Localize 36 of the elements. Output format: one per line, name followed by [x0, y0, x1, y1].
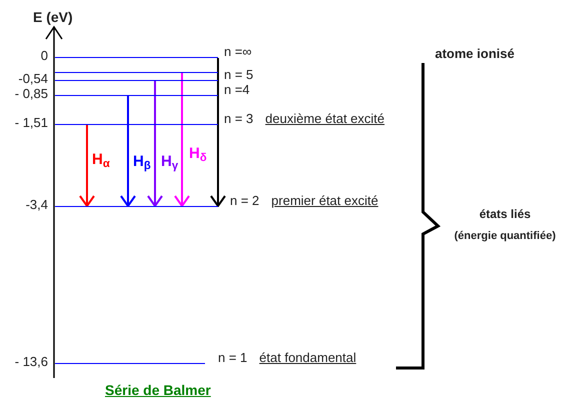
level-label: n =4	[224, 83, 250, 97]
arrow	[174, 73, 190, 207]
energy-value: -3,4	[24, 198, 48, 212]
axis-label: E (eV)	[33, 8, 73, 27]
arrow	[120, 96, 136, 207]
energy-level-line	[55, 206, 218, 207]
edge-label: H$_{α}$	[92, 152, 110, 168]
arrow	[147, 81, 163, 207]
region-label: atome ionisé	[435, 45, 514, 63]
energy-level-line	[55, 72, 218, 73]
energy-value: -0,54	[17, 72, 48, 86]
energy-level-line	[55, 95, 218, 96]
energy-level-line	[55, 363, 205, 364]
region-label: (énergie quantifiée)	[453, 229, 557, 244]
energy-value: - 0,85	[14, 87, 48, 101]
level-label: n = 5	[224, 68, 254, 82]
energy-level-line	[55, 124, 218, 125]
region-label: états liés	[478, 206, 532, 223]
energy-level-line	[55, 80, 218, 81]
energy-value: - 13,6	[14, 355, 48, 369]
level-label: n = 3	[224, 112, 254, 126]
level-label: n =∞	[224, 45, 252, 59]
edge-label: H$_{γ}$	[161, 154, 178, 170]
edge-label: H$_{β}$	[133, 154, 151, 170]
state-label: état fondamental	[259, 351, 356, 365]
energy-value: 0	[40, 49, 48, 63]
state-label: deuxième état excité	[265, 112, 385, 126]
arrow	[79, 125, 95, 207]
state-label: premier état excité	[271, 194, 378, 208]
arrow	[210, 58, 226, 207]
level-label: n = 2	[230, 194, 260, 208]
edge-label: H$_{δ}$	[189, 146, 207, 162]
caption: Série de Balmer	[105, 381, 211, 400]
energy-value: - 1,51	[14, 116, 48, 130]
level-label: n = 1	[218, 351, 248, 365]
energy-level-line	[55, 57, 218, 58]
